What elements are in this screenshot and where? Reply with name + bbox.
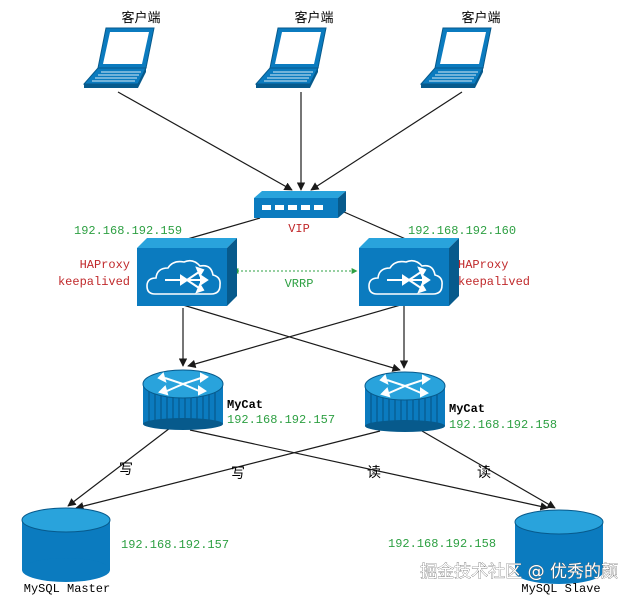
vrrp-label: VRRP [285, 277, 314, 291]
edge-haproxy-right-mycat-left [187, 303, 405, 368]
haproxy-right-label-2: keepalived [458, 275, 530, 289]
haproxy-node-right: 192.168.192.160 HAProxy keepalived [358, 224, 530, 307]
mycat-left-name: MyCat [227, 398, 263, 412]
edge-haproxy-left-mycat-right [182, 304, 401, 372]
client-label-1: 客户端 [121, 10, 160, 26]
vip-switch: VIP [254, 191, 346, 236]
database-master: 192.168.192.157 MySQL Master [21, 507, 229, 596]
vip-label: VIP [288, 222, 310, 236]
haproxy-left-label-1: HAProxy [80, 258, 130, 272]
mycat-right-ip: 192.168.192.158 [449, 418, 557, 432]
client-laptop-3: 客户端 [420, 10, 501, 89]
haproxy-icon [358, 237, 460, 307]
haproxy-icon [136, 237, 238, 307]
database-master-name: MySQL Master [24, 582, 110, 596]
database-icon [21, 507, 111, 583]
edge-label-read-1: 读 [367, 464, 381, 481]
client-label-2: 客户端 [294, 10, 333, 26]
database-slave: 192.168.192.158 MySQL Slave [388, 509, 604, 596]
edge-label-write-1: 写 [119, 462, 133, 478]
edge-mycat-right-master [75, 430, 381, 511]
router-icon [142, 369, 224, 431]
laptop-icon [420, 27, 492, 89]
client-label-3: 客户端 [461, 10, 500, 26]
client-laptop-1: 客户端 [83, 10, 161, 89]
edge-switch-haproxy-right [343, 211, 409, 241]
router-icon [364, 371, 446, 433]
database-master-ip: 192.168.192.157 [121, 538, 229, 552]
haproxy-left-label-2: keepalived [58, 275, 130, 289]
edge-client1-switch [117, 91, 293, 191]
laptop-icon [83, 27, 155, 89]
haproxy-node-left: 192.168.192.159 HAProxy keepalived [58, 224, 238, 307]
haproxy-left-ip: 192.168.192.159 [74, 224, 182, 238]
database-slave-name: MySQL Slave [521, 582, 600, 596]
watermark: 掘金技术社区 @ 优秀的颜 [420, 562, 618, 582]
laptop-icon [255, 27, 327, 89]
mycat-node-right: MyCat 192.168.192.158 [364, 371, 557, 433]
haproxy-right-ip: 192.168.192.160 [408, 224, 516, 238]
mycat-node-left: MyCat 192.168.192.157 [142, 369, 335, 431]
mycat-right-name: MyCat [449, 402, 485, 416]
client-laptop-2: 客户端 [255, 10, 334, 89]
edge-switch-haproxy-left [183, 217, 261, 241]
mycat-left-ip: 192.168.192.157 [227, 413, 335, 427]
edge-client3-switch [310, 91, 463, 191]
edge-label-write-2: 写 [231, 466, 245, 482]
edge-mycat-left-slave [189, 429, 549, 511]
edge-label-read-2: 读 [477, 464, 491, 481]
edge-mycat-right-slave [421, 430, 556, 509]
database-slave-ip: 192.168.192.158 [388, 537, 496, 551]
haproxy-right-label-1: HAProxy [458, 258, 508, 272]
connection-lines [67, 91, 556, 511]
edge-mycat-left-master [67, 427, 171, 507]
